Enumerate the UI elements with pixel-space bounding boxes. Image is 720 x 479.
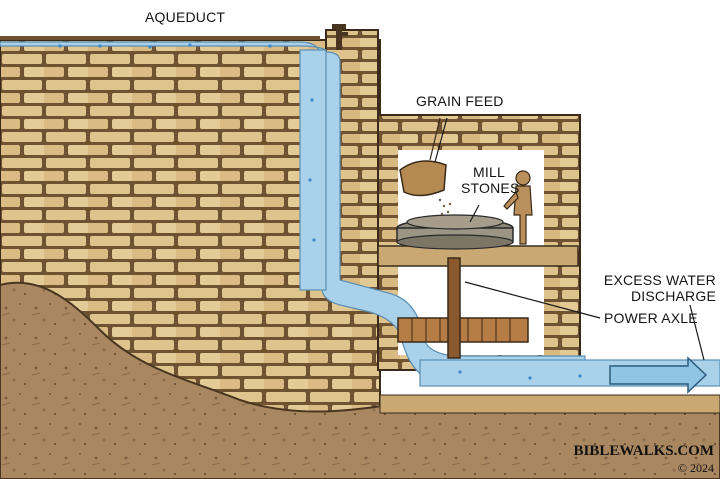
grain-sack-icon: [399, 117, 452, 216]
leader-lines: [434, 117, 705, 361]
miller-figure-icon: [503, 170, 533, 245]
power-axle: [447, 257, 461, 359]
label-mill-stones: MILL STONES: [461, 164, 520, 196]
label-power-axle: POWER AXLE: [604, 310, 698, 326]
label-mill-stones-line1: MILL: [473, 164, 505, 180]
label-excess-line2: DISCHARGE: [630, 288, 716, 304]
millstones: [396, 214, 514, 250]
aqueduct-channel: [0, 36, 320, 40]
water-wheel: [397, 317, 529, 343]
label-grain-feed: GRAIN FEED: [416, 93, 504, 109]
credit-copyright: © 2024: [677, 461, 714, 475]
earth-ground: [0, 281, 720, 479]
label-mill-stones-line2: STONES: [461, 180, 520, 196]
label-aqueduct: AQUEDUCT: [145, 9, 226, 25]
sluice-gate-icon: [332, 24, 348, 50]
water-drop-shaft: [299, 49, 327, 291]
credit-site: BIBLEWALKS.COM: [573, 443, 714, 459]
label-excess-water-discharge: EXCESS WATER DISCHARGE: [600, 272, 716, 304]
discharge-arrow-icon: [609, 356, 708, 394]
label-excess-line1: EXCESS WATER: [603, 272, 716, 288]
